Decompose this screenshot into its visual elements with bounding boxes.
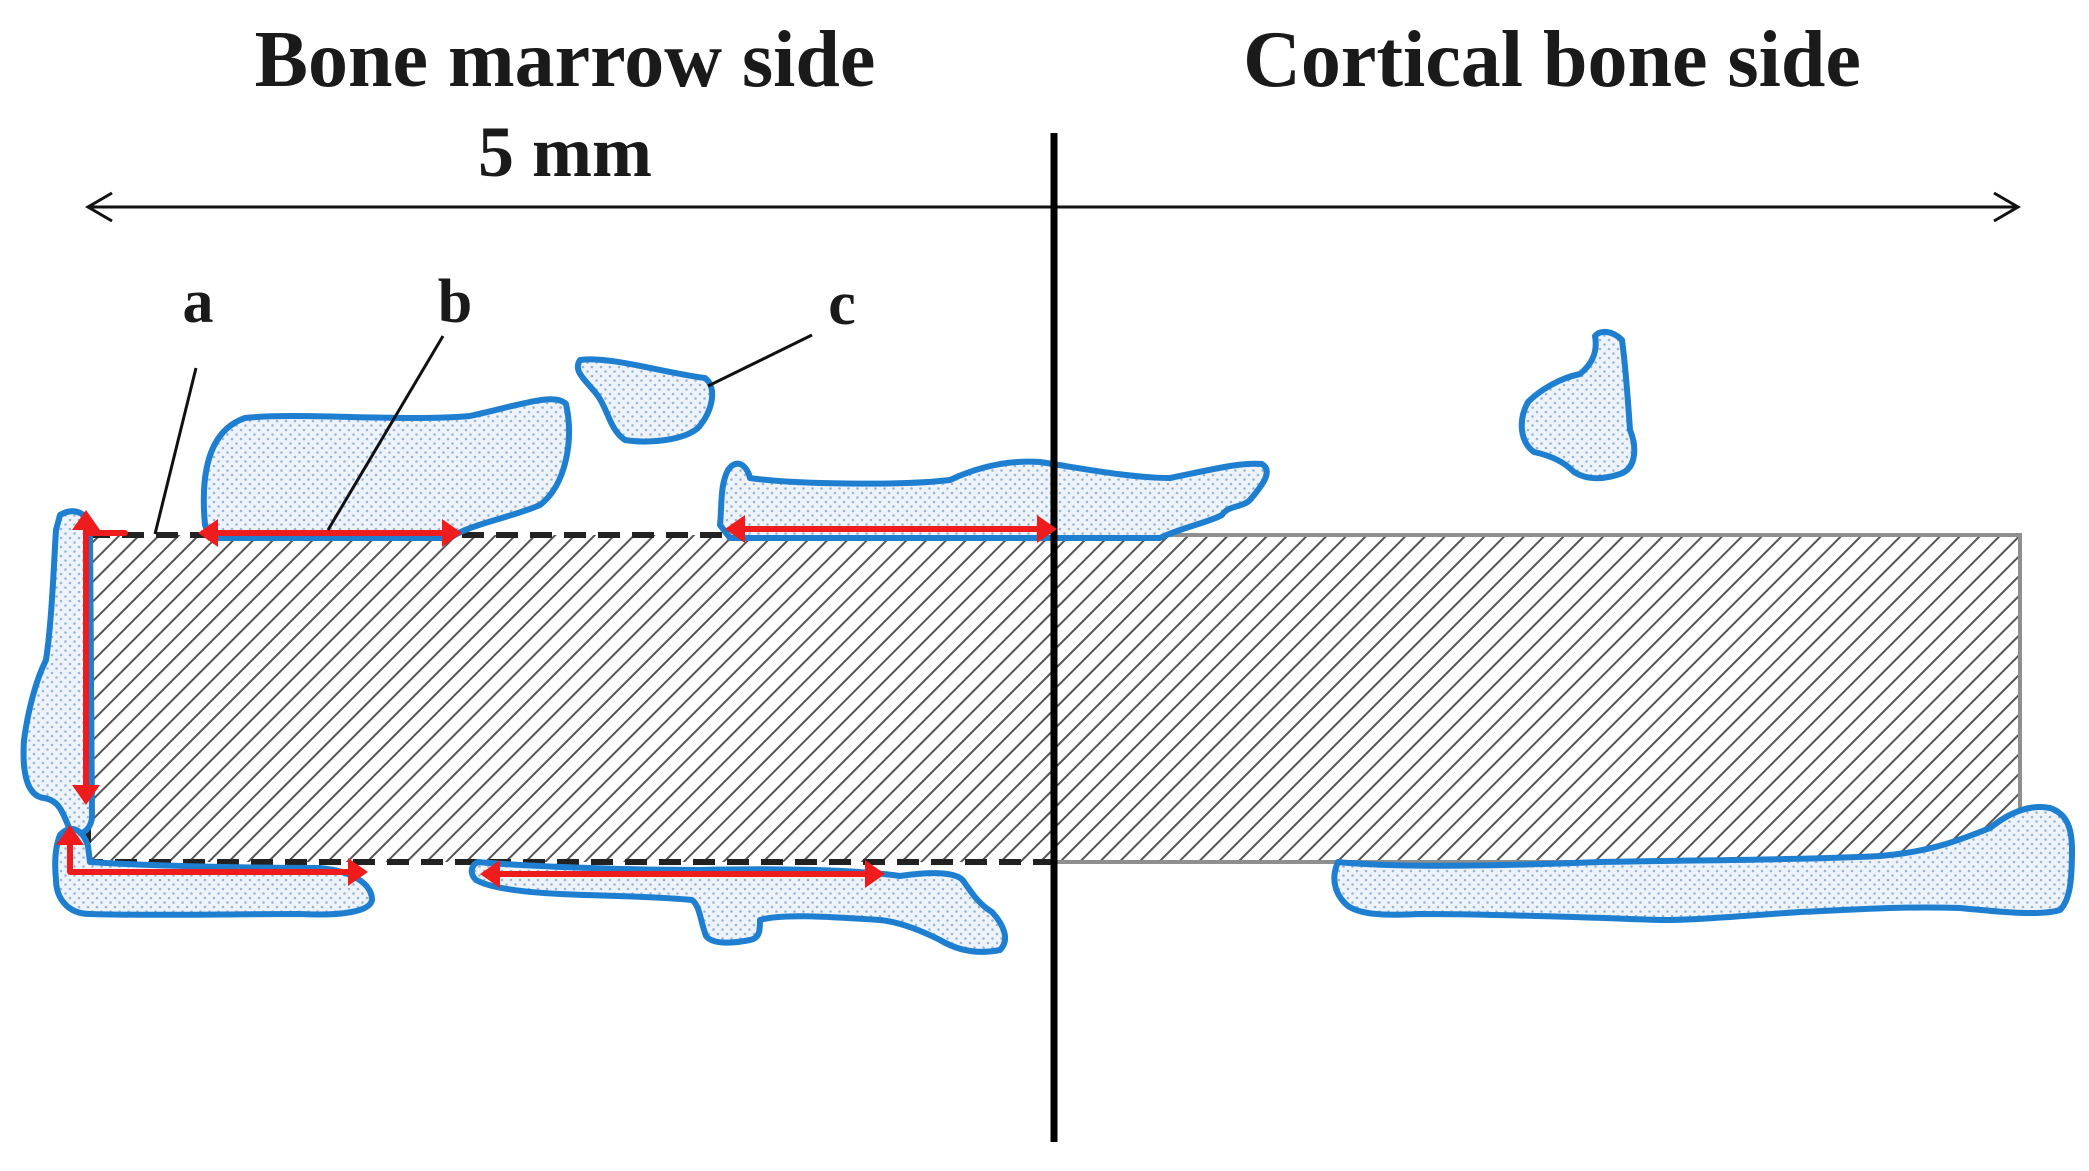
contact-arrow-top-middle: [725, 515, 1057, 543]
contact-arrow-left-vertical: [72, 510, 100, 805]
label-b: b: [438, 268, 472, 336]
bone-fragment-top-middle: [717, 458, 1270, 541]
bone-fragment-top-right: [1518, 328, 1638, 482]
contact-arrow-bottom-left: [56, 825, 368, 886]
bone-fragment-bottom-right: [1331, 804, 2075, 923]
label-leaders: [153, 333, 813, 535]
bone-fragment-left-side: [20, 508, 95, 837]
label-c: c: [828, 270, 856, 338]
implant-marrow-part: [85, 532, 1057, 865]
label-a: a: [183, 268, 214, 336]
contact-arrow-top-b: [198, 519, 462, 547]
implant-cortical-part: [1052, 533, 2022, 864]
contact-arrow-bottom-middle: [480, 860, 885, 888]
contact-arrows: [56, 510, 1057, 888]
bone-fragment-c: [575, 356, 716, 445]
cortical-bone-side-heading: Cortical bone side: [1243, 16, 1861, 104]
dimension-label: 5 mm: [478, 112, 652, 192]
bone-marrow-side-heading: Bone marrow side: [255, 16, 876, 104]
bone-fragment-top-left: [200, 396, 572, 541]
